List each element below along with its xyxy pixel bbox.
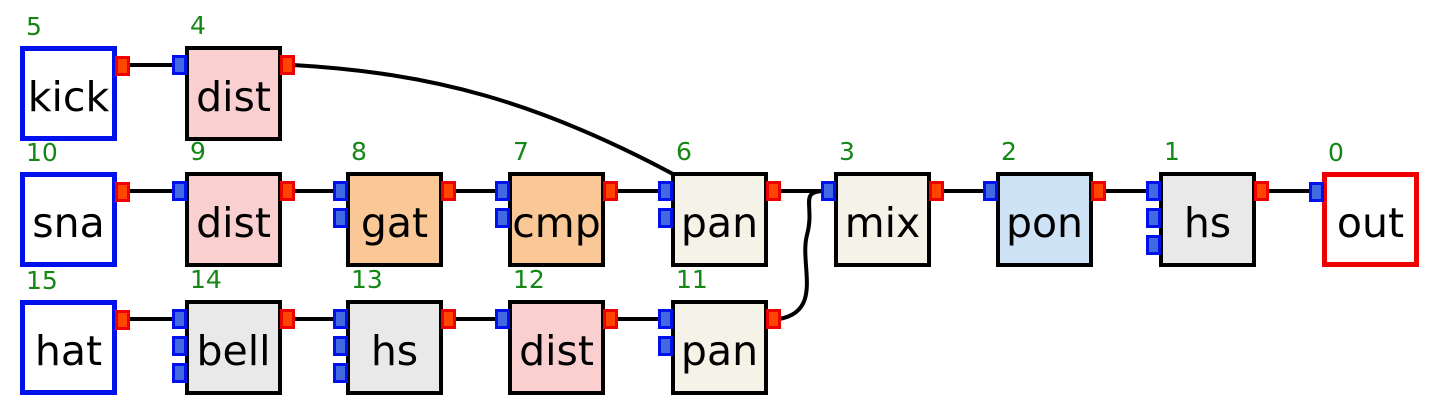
edge-11-3[interactable] — [777, 189, 825, 321]
node-id-label: 13 — [351, 265, 383, 294]
input-port-2[interactable] — [1146, 235, 1161, 255]
input-port-0[interactable] — [172, 181, 187, 201]
node-hat-15[interactable]: 15 hat — [20, 267, 130, 395]
node-dist-9[interactable]: 9 dist — [172, 138, 295, 267]
output-port[interactable] — [115, 56, 130, 76]
input-port-0[interactable] — [495, 181, 510, 201]
node-label: hs — [370, 326, 419, 375]
input-port-0[interactable] — [983, 181, 998, 201]
node-bell-14[interactable]: 14 bell — [172, 266, 295, 395]
node-label: kick — [27, 72, 110, 121]
input-port-0[interactable] — [333, 309, 348, 329]
node-label: hs — [1183, 198, 1232, 247]
node-label: pon — [1005, 198, 1084, 247]
input-port-0[interactable] — [172, 55, 187, 75]
node-pon-2[interactable]: 2 pon — [983, 138, 1106, 267]
node-gat-8[interactable]: 8 gat — [333, 138, 456, 267]
node-id-label: 1 — [1164, 137, 1180, 166]
output-port[interactable] — [280, 309, 295, 329]
node-out-0[interactable]: 0 out — [1309, 139, 1419, 267]
node-id-label: 2 — [1001, 137, 1017, 166]
output-port[interactable] — [280, 55, 295, 75]
node-pan-6[interactable]: 6 pan — [658, 138, 781, 267]
input-port-1[interactable] — [658, 336, 673, 356]
node-id-label: 14 — [190, 265, 222, 294]
node-label: dist — [196, 72, 271, 121]
input-port-0[interactable] — [495, 309, 510, 329]
input-port-0[interactable] — [333, 181, 348, 201]
node-id-label: 12 — [513, 265, 545, 294]
input-port-0[interactable] — [1309, 182, 1324, 202]
output-port[interactable] — [441, 181, 456, 201]
input-port-2[interactable] — [172, 363, 187, 383]
node-dist-4[interactable]: 4 dist — [172, 12, 295, 141]
node-label: bell — [196, 326, 271, 375]
output-port[interactable] — [280, 181, 295, 201]
node-id-label: 8 — [351, 137, 367, 166]
node-dist-12[interactable]: 12 dist — [495, 266, 618, 395]
node-id-label: 7 — [513, 137, 529, 166]
node-label: sna — [32, 198, 105, 247]
input-port-1[interactable] — [333, 208, 348, 228]
input-port-1[interactable] — [172, 336, 187, 356]
input-port-0[interactable] — [658, 309, 673, 329]
output-port[interactable] — [766, 309, 781, 329]
node-hs-1[interactable]: 1 hs — [1146, 138, 1269, 267]
node-sna-10[interactable]: 10 sna — [20, 139, 130, 267]
node-label: dist — [196, 198, 271, 247]
node-id-label: 10 — [26, 138, 58, 167]
node-label: pan — [680, 198, 759, 247]
output-port[interactable] — [603, 181, 618, 201]
node-label: pan — [680, 326, 759, 375]
output-port[interactable] — [603, 309, 618, 329]
node-kick-5[interactable]: 5 kick — [20, 13, 130, 141]
node-label: cmp — [512, 198, 601, 247]
node-cmp-7[interactable]: 7 cmp — [495, 138, 618, 267]
input-port-0[interactable] — [172, 309, 187, 329]
node-pan-11[interactable]: 11 pan — [658, 266, 781, 395]
node-hs-13[interactable]: 13 hs — [333, 266, 456, 395]
node-id-label: 5 — [26, 12, 42, 41]
node-label: hat — [34, 326, 103, 375]
node-label: dist — [519, 326, 594, 375]
node-id-label: 4 — [190, 11, 206, 40]
node-id-label: 0 — [1328, 138, 1344, 167]
output-port[interactable] — [441, 309, 456, 329]
output-port[interactable] — [766, 181, 781, 201]
input-port-1[interactable] — [333, 336, 348, 356]
output-port[interactable] — [115, 182, 130, 202]
input-port-1[interactable] — [1146, 208, 1161, 228]
input-port-0[interactable] — [1146, 181, 1161, 201]
node-mix-3[interactable]: 3 mix — [821, 138, 944, 267]
output-port[interactable] — [1254, 181, 1269, 201]
edge-4-6[interactable] — [291, 63, 675, 176]
output-port[interactable] — [1091, 181, 1106, 201]
input-port-0[interactable] — [658, 181, 673, 201]
node-label: mix — [844, 198, 921, 247]
node-id-label: 11 — [676, 265, 708, 294]
output-port[interactable] — [115, 310, 130, 330]
input-port-1[interactable] — [658, 208, 673, 228]
input-port-0[interactable] — [821, 181, 836, 201]
node-label: gat — [360, 198, 429, 247]
node-label: out — [1336, 198, 1405, 247]
node-id-label: 15 — [26, 266, 58, 295]
node-id-label: 3 — [839, 137, 855, 166]
node-id-label: 6 — [676, 137, 692, 166]
input-port-1[interactable] — [495, 208, 510, 228]
input-port-2[interactable] — [333, 363, 348, 383]
node-id-label: 9 — [190, 137, 206, 166]
output-port[interactable] — [929, 181, 944, 201]
